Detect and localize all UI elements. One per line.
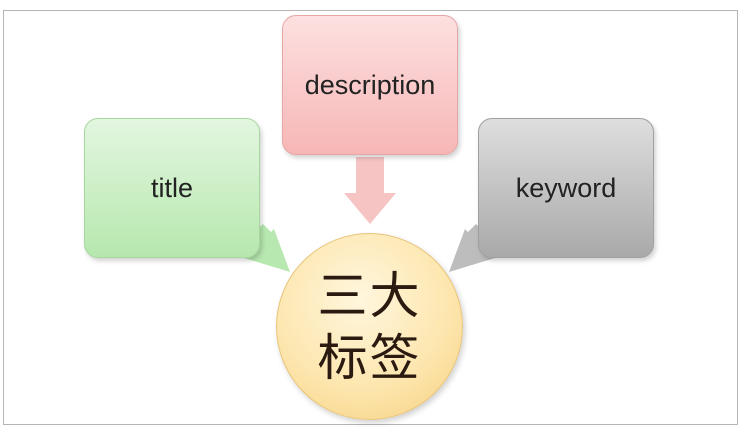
keyword-label: keyword (515, 172, 617, 203)
keyword-box: keyword (478, 118, 654, 258)
description-box: description (282, 15, 458, 155)
title-label: title (150, 172, 194, 203)
description-arrow (344, 157, 396, 224)
description-label: description (304, 69, 436, 100)
center-label-line2: 标签 (317, 328, 422, 387)
center-label-line1: 三大 (317, 266, 422, 325)
title-box: title (84, 118, 260, 258)
center-circle: 三大 标签 (276, 233, 463, 420)
